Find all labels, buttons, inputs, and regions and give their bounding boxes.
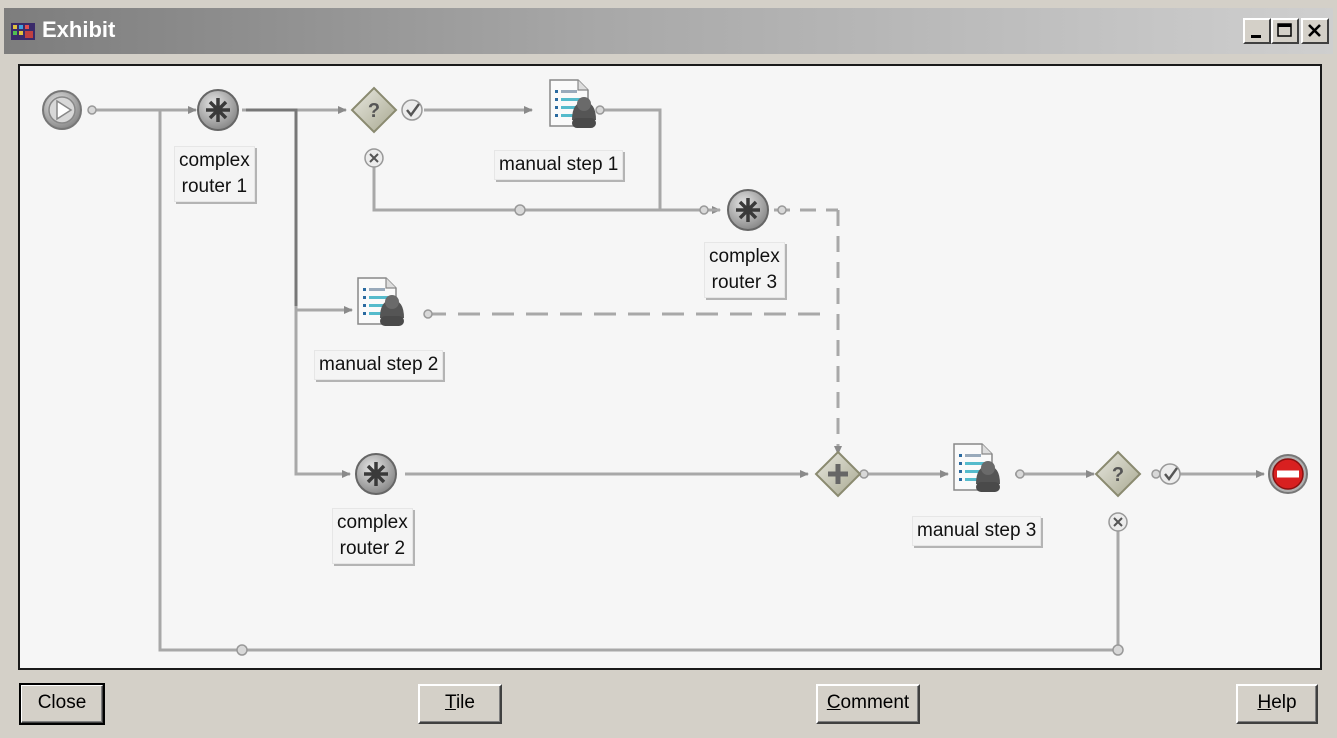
help-button[interactable]: Help [1236,684,1318,724]
node-label-complex-router-1[interactable]: complex router 1 [174,146,255,202]
manual-step-icon[interactable] [953,443,1000,492]
decision-icon[interactable]: ? [350,86,398,134]
minimize-icon [1251,35,1261,38]
primary-connectors [246,108,298,306]
comment-button[interactable]: Comment [816,684,920,724]
connector-dots [87,105,1161,656]
maximize-button[interactable] [1271,18,1299,44]
manual-step-icon[interactable] [357,277,404,326]
close-icon [1308,24,1321,37]
workflow-diagram: ? [42,79,1308,656]
end-icon[interactable] [1268,454,1308,494]
node-label-manual-step-3[interactable]: manual step 3 [912,516,1042,546]
node-label-manual-step-1[interactable]: manual step 1 [494,150,624,180]
window-title: Exhibit [42,17,116,42]
node-label-complex-router-3[interactable]: complex router 3 [704,242,785,298]
manual-step-icon[interactable] [549,79,596,128]
approve-check-icon [401,99,423,121]
node-label-manual-step-2[interactable]: manual step 2 [314,350,444,380]
maximize-icon [1277,23,1292,37]
title-bar[interactable]: Exhibit [4,8,1333,54]
reject-x-icon [1108,512,1128,532]
decision-icon[interactable]: ? [1094,450,1142,498]
router-icon[interactable] [355,453,397,495]
svg-text:?: ? [1112,464,1124,486]
reject-x-icon [364,148,384,168]
close-window-button[interactable] [1301,18,1329,44]
join-icon[interactable] [814,450,862,498]
router-icon[interactable] [727,189,769,231]
close-button[interactable]: Close [19,683,105,725]
router-icon[interactable] [197,89,239,131]
app-icon [11,23,35,40]
minimize-button[interactable] [1243,18,1271,44]
workflow-canvas[interactable]: ? [18,64,1322,670]
node-label-complex-router-2[interactable]: complex router 2 [332,508,413,564]
tile-button[interactable]: Tile [418,684,502,724]
connectors [90,106,1265,652]
svg-text:?: ? [368,100,380,122]
start-icon[interactable] [42,90,82,130]
approve-check-icon [1159,463,1181,485]
